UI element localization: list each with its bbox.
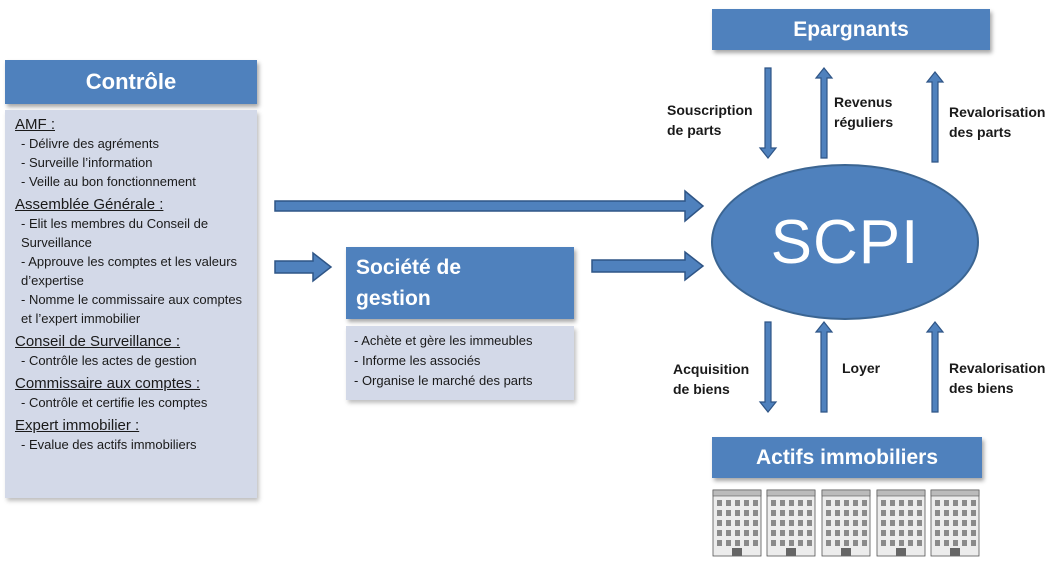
group-title: AMF : (15, 116, 55, 133)
societe-title-line2: gestion (356, 287, 431, 310)
societe-title-line1: Société de (356, 256, 462, 279)
group-title: Conseil de Surveillance : (15, 333, 181, 350)
group-item: - Elit les membres du Conseil de Surveil… (21, 216, 209, 250)
building-icon (821, 489, 871, 557)
scpi-label: SCPI (770, 207, 920, 277)
actifs-title: Actifs immobiliers (755, 445, 939, 469)
label-loyer: Loyer (842, 358, 880, 378)
label-line: réguliers (834, 114, 894, 130)
label-revenus: Revenus réguliers (834, 92, 893, 132)
building-icon (712, 489, 762, 557)
arrow-revalorisation-parts-up (925, 71, 945, 163)
group-assemblee-generale: Assemblée Générale : - Elit les membres … (15, 196, 249, 328)
label-line: Loyer (842, 360, 881, 376)
building-icon (876, 489, 926, 557)
label-revalorisation-biens: Revalorisation des biens (949, 358, 1045, 398)
societe-item: - Organise le marché des parts (354, 373, 533, 388)
group-item: - Délivre des agréments (21, 136, 159, 151)
group-item: - Evalue des actifs immobiliers (21, 437, 197, 452)
label-line: Revenus (834, 94, 893, 110)
group-item: - Surveille l’information (21, 155, 153, 170)
group-title: Commissaire aux comptes : (15, 375, 201, 392)
group-title: Expert immobilier : (15, 417, 140, 434)
group-item: - Contrôle et certifie les comptes (21, 395, 208, 410)
arrow-revalorisation-biens-up (925, 321, 945, 413)
label-acquisition: Acquisition de biens (673, 359, 749, 399)
label-line: Revalorisation (949, 104, 1046, 120)
actifs-box: Actifs immobiliers (712, 437, 982, 478)
epargnants-box: Epargnants (712, 9, 990, 50)
controle-title-text: Contrôle (85, 69, 177, 94)
label-line: Souscription (667, 102, 753, 118)
group-item: - Contrôle les actes de gestion (21, 353, 197, 368)
societe-item: - Achète et gère les immeubles (354, 333, 533, 348)
group-item: - Veille au bon fonctionnement (21, 174, 196, 189)
label-line: de parts (667, 122, 722, 138)
controle-panel: AMF : - Délivre des agréments - Surveill… (5, 110, 257, 498)
arrow-controle-to-scpi (274, 189, 705, 223)
arrow-controle-to-societe (274, 251, 333, 283)
scpi-ellipse: SCPI (711, 164, 979, 320)
arrow-acquisition-down (758, 321, 778, 413)
label-revalorisation-parts: Revalorisation des parts (949, 102, 1045, 142)
building-icon (930, 489, 980, 557)
arrow-souscription-down (758, 67, 778, 159)
group-conseil-surveillance: Conseil de Surveillance : - Contrôle les… (15, 333, 249, 370)
group-item: - Nomme le commissaire aux comptes et l’… (21, 292, 243, 326)
label-line: Revalorisation (949, 360, 1046, 376)
label-line: des biens (949, 380, 1014, 396)
arrow-loyer-up (814, 321, 834, 413)
group-title: Assemblée Générale : (15, 196, 164, 213)
label-line: Acquisition (673, 361, 750, 377)
controle-title: Contrôle (5, 60, 257, 104)
societe-panel: - Achète et gère les immeubles - Informe… (346, 326, 574, 400)
group-expert: Expert immobilier : - Evalue des actifs … (15, 417, 249, 454)
societe-item: - Informe les associés (354, 353, 481, 368)
societe-title: Société de gestion (346, 247, 574, 319)
arrow-revenus-up (814, 67, 834, 159)
epargnants-title: Epargnants (793, 17, 909, 41)
label-line: des parts (949, 124, 1012, 140)
group-item: - Approuve les comptes et les valeurs d’… (21, 254, 238, 288)
building-icon (766, 489, 816, 557)
label-line: de biens (673, 381, 730, 397)
group-commissaire: Commissaire aux comptes : - Contrôle et … (15, 375, 249, 412)
label-souscription: Souscription de parts (667, 100, 753, 140)
arrow-societe-to-scpi (591, 250, 705, 282)
group-amf: AMF : - Délivre des agréments - Surveill… (15, 116, 249, 191)
